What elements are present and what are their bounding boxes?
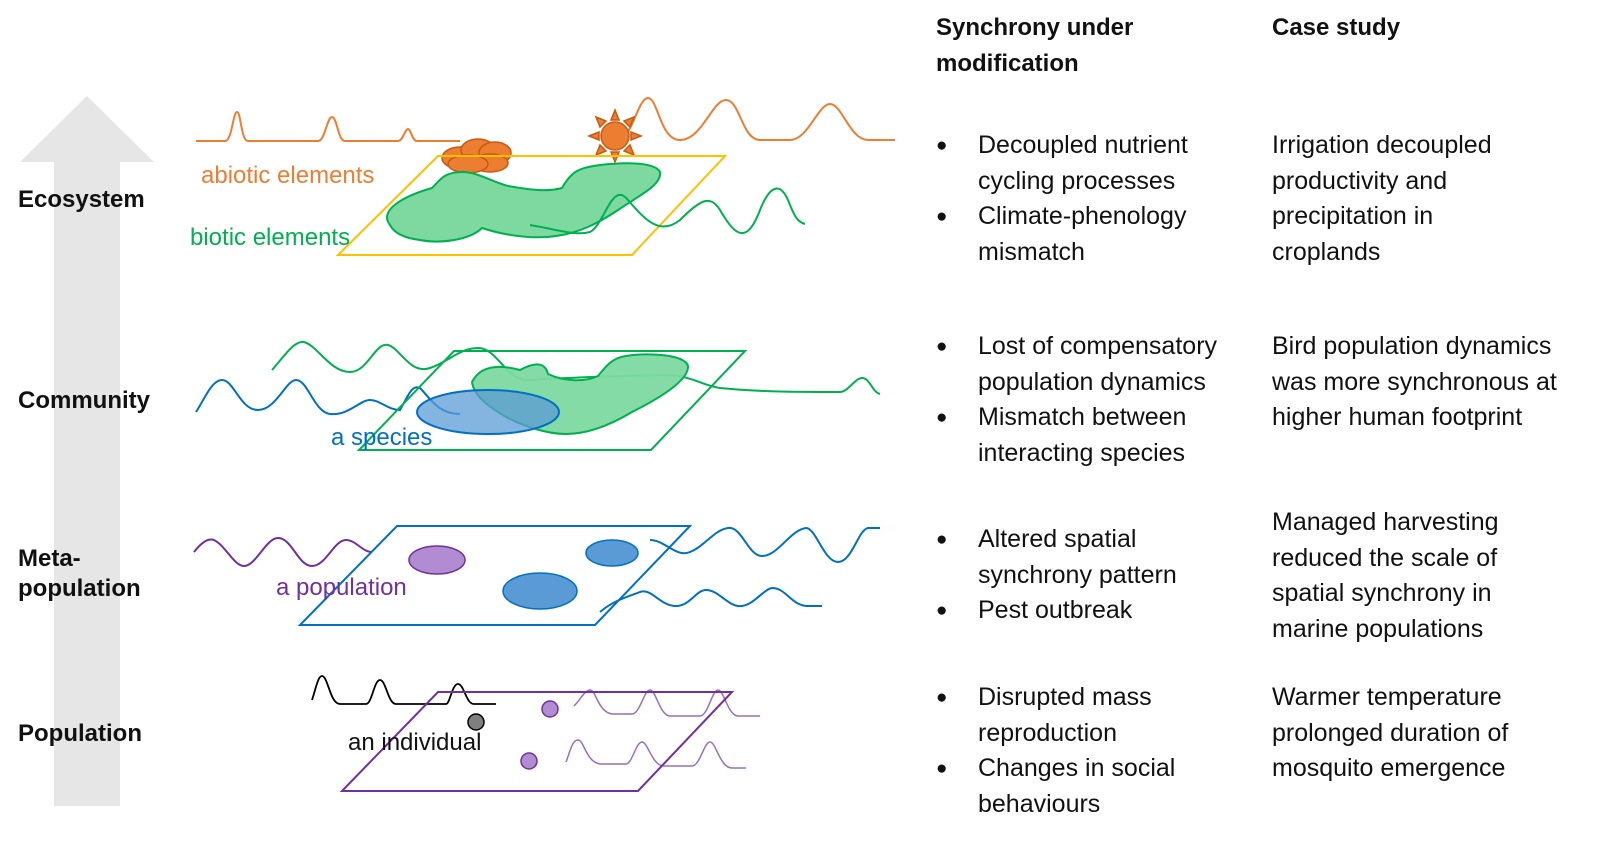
case-study-community: Bird population dynamics was more synchr…	[1272, 332, 1557, 431]
individual-label: an individual	[348, 729, 482, 756]
list-item: Mismatch between interacting species	[936, 400, 1256, 471]
list-item: Pest outbreak	[936, 593, 1216, 629]
blue-series-lower	[599, 586, 822, 613]
metapopulation-plane	[297, 525, 693, 626]
community-blue-series	[195, 378, 461, 416]
population-patch-blue-large	[502, 572, 578, 610]
list-item: Altered spatial synchrony pattern	[936, 522, 1216, 593]
header-synchrony: Synchrony under modification	[936, 14, 1134, 77]
population-patch-blue-small	[585, 539, 639, 567]
case-study-ecosystem: Irrigation decoupled productivity and pr…	[1272, 131, 1492, 266]
abiotic-time-series-left	[196, 110, 460, 142]
cloud-icon	[441, 138, 512, 174]
biotic-blob	[386, 162, 662, 243]
metapopulation-bullets: Altered spatial synchrony pattern Pest o…	[936, 522, 1216, 629]
biotic-label: biotic elements	[190, 224, 351, 251]
level-ecosystem: Ecosystem	[18, 186, 145, 213]
population-plane	[339, 691, 735, 792]
list-item: Climate-phenology mismatch	[936, 199, 1256, 270]
hierarchy-arrow	[20, 96, 154, 806]
case-study-population: Warmer temperature prolonged duration of…	[1272, 683, 1509, 782]
individual-series	[311, 675, 496, 705]
abiotic-label: abiotic elements	[201, 162, 375, 189]
biotic-time-series	[529, 187, 806, 235]
blue-series-upper	[649, 526, 880, 564]
abiotic-time-series-right	[619, 96, 895, 142]
ecosystem-bullets: Decoupled nutrient cycling processes Cli…	[936, 128, 1256, 270]
individual-purple-dot-2	[520, 752, 538, 770]
level-community: Community	[18, 387, 150, 414]
community-plane	[356, 350, 748, 451]
community-bullets: Lost of compensatory population dynamics…	[936, 329, 1256, 471]
level-population: Population	[18, 720, 142, 747]
species-blob	[416, 389, 560, 435]
scale-diagram	[20, 96, 895, 806]
ecosystem-plane	[335, 155, 728, 256]
population-bullets: Disrupted mass reproduction Changes in s…	[936, 680, 1256, 822]
population-series-lower	[565, 739, 746, 769]
sun-icon	[586, 107, 644, 165]
individual-black-dot	[467, 713, 485, 731]
case-study-metapopulation: Managed harvesting reduced the scale of …	[1272, 508, 1499, 643]
population-series-upper	[573, 689, 760, 717]
species-label: a species	[331, 424, 433, 451]
individual-purple-dot-1	[541, 700, 559, 718]
population-label: a population	[276, 574, 407, 601]
list-item: Disrupted mass reproduction	[936, 680, 1256, 751]
header-case-study: Case study	[1272, 14, 1401, 41]
list-item: Changes in social behaviours	[936, 751, 1256, 822]
level-metapopulation: Meta-population	[18, 545, 141, 602]
list-item: Decoupled nutrient cycling processes	[936, 128, 1256, 199]
population-patch-purple	[408, 545, 466, 575]
purple-series	[193, 536, 373, 568]
list-item: Lost of compensatory population dynamics	[936, 329, 1256, 400]
